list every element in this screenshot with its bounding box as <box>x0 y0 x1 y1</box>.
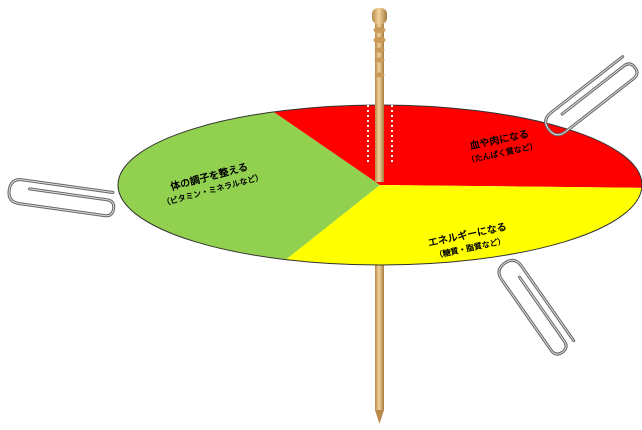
disk <box>80 60 642 300</box>
paper-clip-icon <box>495 256 575 357</box>
paper-clip-icon <box>8 178 116 217</box>
